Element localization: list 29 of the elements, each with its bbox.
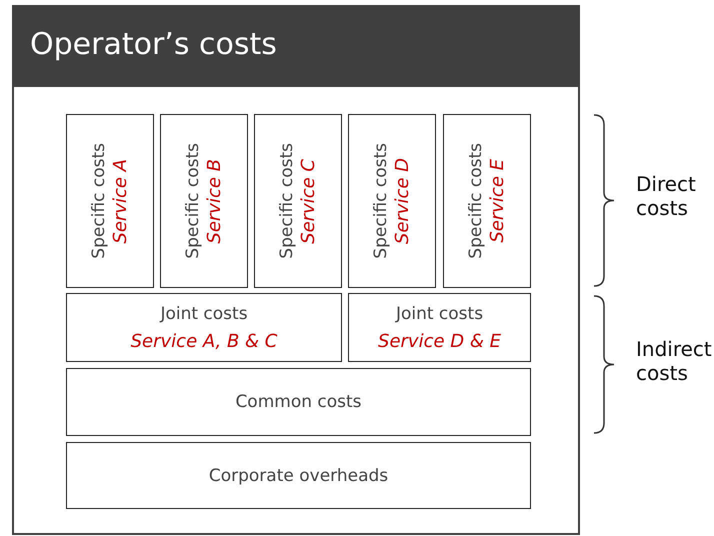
- cost-box: [66, 293, 342, 362]
- service-label: Service A: [110, 158, 132, 244]
- cost-box: [66, 114, 154, 288]
- cost-label: Specific costs: [88, 143, 110, 259]
- cost-box: [443, 114, 531, 288]
- cost-box: [66, 368, 531, 436]
- cost-box: [348, 293, 531, 362]
- service-label: Service E: [487, 159, 509, 243]
- cost-label: Joint costs: [160, 302, 248, 326]
- service-label: Service D: [392, 158, 414, 244]
- heading: Operator’s costs: [30, 27, 277, 63]
- service-label: Service C: [298, 158, 320, 244]
- bracket-label: Indirect costs: [636, 337, 712, 385]
- cost-box: [66, 442, 531, 509]
- cost-label: Specific costs: [276, 143, 298, 259]
- outer-frame: [12, 5, 580, 535]
- service-label: Service D & E: [378, 330, 501, 354]
- cost-box: [348, 114, 436, 288]
- cost-label: Common costs: [235, 391, 362, 414]
- cost-label: Specific costs: [182, 143, 204, 259]
- bracket-label: Direct costs: [636, 172, 697, 220]
- service-label: Service B: [204, 158, 226, 244]
- cost-box: [254, 114, 342, 288]
- cost-label: Joint costs: [396, 302, 484, 326]
- cost-label: Specific costs: [465, 143, 487, 259]
- service-label: Service A, B & C: [130, 330, 278, 354]
- cost-label: Specific costs: [370, 143, 392, 259]
- cost-box: [160, 114, 248, 288]
- cost-label: Corporate overheads: [208, 464, 388, 488]
